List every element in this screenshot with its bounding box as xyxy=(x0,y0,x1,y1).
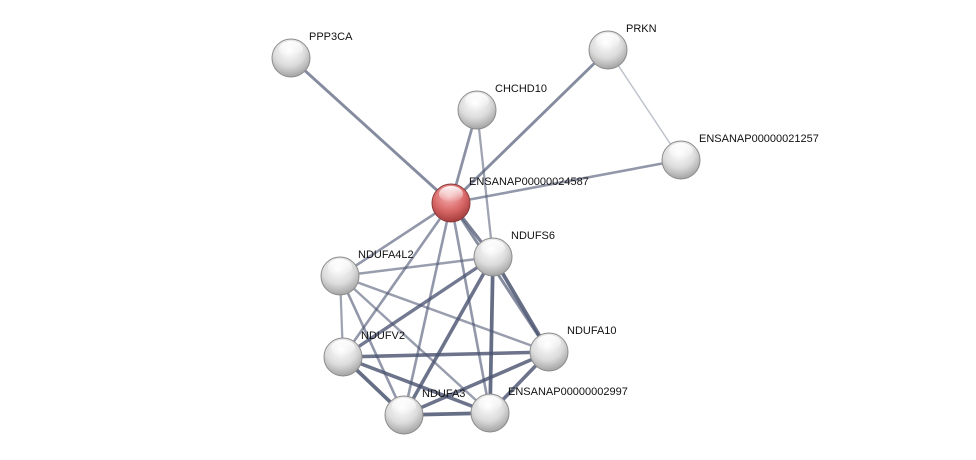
node-highlight xyxy=(328,259,352,275)
node-ensanap00000021257[interactable]: ENSANAP00000021257 xyxy=(661,133,819,180)
node-ndufa4l2[interactable]: NDUFA4L2 xyxy=(320,249,414,296)
node-ppp3ca[interactable]: PPP3CA xyxy=(271,31,353,78)
node-highlight xyxy=(392,398,416,414)
edge-ndufa10-ndufa3[interactable] xyxy=(403,350,550,417)
node-highlight xyxy=(439,186,463,202)
edge-ensanap00000024587-ppp3ca[interactable] xyxy=(290,56,452,205)
node-highlight xyxy=(596,33,620,49)
node-label: NDUFA3 xyxy=(422,388,465,400)
edge-ndufa4l2-ndufa10[interactable] xyxy=(339,274,550,354)
edge-prkn-ensanap00000021257[interactable] xyxy=(607,49,682,161)
edge-ndufa4l2-ndufa3[interactable] xyxy=(338,275,406,416)
node-ensanap00000002997[interactable]: ENSANAP00000002997 xyxy=(470,386,628,433)
edge-ensanap00000024587-ensanap00000021257[interactable] xyxy=(450,158,682,205)
edge-ensanap00000024587-ndufa4l2[interactable] xyxy=(339,201,452,278)
edge-ensanap00000024587-ndufv2[interactable] xyxy=(341,202,453,358)
edge-ensanap00000024587-prkn[interactable] xyxy=(449,48,610,205)
edge-ndufs6-ndufa3[interactable] xyxy=(402,256,495,416)
node-label: ENSANAP00000021257 xyxy=(699,133,819,145)
node-label: NDUFS6 xyxy=(511,230,555,242)
node-label: NDUFV2 xyxy=(361,330,405,342)
node-label: ENSANAP00000024587 xyxy=(469,176,589,188)
edge-ndufv2-ndufs6[interactable] xyxy=(342,255,494,359)
node-ndufa3[interactable]: NDUFA3 xyxy=(384,388,465,435)
node-chchd10[interactable]: CHCHD10 xyxy=(457,83,547,130)
node-highlight xyxy=(465,93,489,109)
node-label: CHCHD10 xyxy=(495,83,547,95)
edge-ndufa4l2-ndufs6[interactable] xyxy=(339,255,494,278)
node-highlight xyxy=(331,340,355,356)
node-ndufv2[interactable]: NDUFV2 xyxy=(323,330,405,377)
node-highlight xyxy=(537,335,561,351)
edge-ndufv2-ndufa10[interactable] xyxy=(342,350,550,359)
edge-ndufs6-ensanap00000002997[interactable] xyxy=(488,256,495,414)
node-label: NDUFA4L2 xyxy=(358,249,414,261)
edge-ndufv2-ensanap00000002997[interactable] xyxy=(342,355,491,415)
node-prkn[interactable]: PRKN xyxy=(588,23,657,70)
node-label: NDUFA10 xyxy=(567,325,617,337)
node-ndufa10[interactable]: NDUFA10 xyxy=(529,325,617,372)
node-label: ENSANAP00000002997 xyxy=(508,386,628,398)
node-highlight xyxy=(669,143,693,159)
node-highlight xyxy=(481,240,505,256)
node-label: PPP3CA xyxy=(309,31,353,43)
node-highlight xyxy=(478,396,502,412)
edge-chchd10-ndufs6[interactable] xyxy=(475,109,495,258)
node-ndufs6[interactable]: NDUFS6 xyxy=(473,230,555,277)
node-highlight xyxy=(279,41,303,57)
node-label: PRKN xyxy=(626,23,657,35)
node-ensanap00000024587[interactable]: ENSANAP00000024587 xyxy=(431,176,589,223)
edge-ensanap00000024587-ensanap00000002997[interactable] xyxy=(449,202,492,414)
